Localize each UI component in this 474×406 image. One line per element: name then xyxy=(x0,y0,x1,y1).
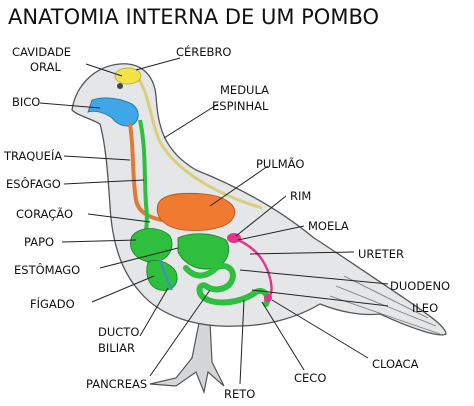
label-cavidade-oral-line2: ORAL xyxy=(30,60,61,74)
label-bico: BICO xyxy=(12,95,40,109)
label-coracao: CORAÇÃO xyxy=(16,206,73,221)
gizzard xyxy=(177,233,230,270)
label-cloaca: CLOACA xyxy=(372,357,419,371)
eye xyxy=(117,83,123,89)
label-reto: RETO xyxy=(224,387,255,401)
label-moela: MOELA xyxy=(308,219,349,233)
beak-oral-cavity xyxy=(87,97,139,127)
label-figado: FÍGADO xyxy=(30,296,75,311)
label-cavidade-oral-line1: CAVIDADE xyxy=(12,45,71,59)
label-cerebro: CÉREBRO xyxy=(176,44,231,59)
label-ducto-biliar-line1: DUCTO xyxy=(98,325,139,339)
label-papo: PAPO xyxy=(24,235,54,249)
pigeon-legs xyxy=(149,317,225,395)
label-medula-espinhal-line1: MEDULA xyxy=(220,83,269,97)
spinal-cord xyxy=(136,77,263,210)
diagram-title: ANATOMIA INTERNA DE UM POMBO xyxy=(8,5,379,29)
label-duodeno: DUODENO xyxy=(390,279,450,293)
label-esofago: ESÔFAGO xyxy=(6,176,61,191)
label-ducto-biliar-line2: BILIAR xyxy=(98,341,135,355)
label-ureter: URETER xyxy=(358,247,404,261)
lung xyxy=(156,192,236,231)
intestine xyxy=(183,262,271,307)
brain xyxy=(114,67,142,85)
labels: CAVIDADE ORAL BICO TRAQUEÍA ESÔFAGO CORA… xyxy=(3,44,450,401)
cloaca xyxy=(264,294,272,302)
label-estomago: ESTÔMAGO xyxy=(14,262,80,277)
crop xyxy=(130,228,173,263)
label-ceco: CECO xyxy=(294,371,326,385)
label-rim: RIM xyxy=(290,189,311,203)
bile-duct xyxy=(159,259,173,291)
trachea xyxy=(128,123,163,222)
label-pancreas: PANCREAS xyxy=(86,377,147,391)
label-medula-espinhal-line2: ESPINHAL xyxy=(212,99,269,113)
leader-lines xyxy=(39,57,389,385)
label-traqueia: TRAQUEÍA xyxy=(3,148,62,163)
kidney xyxy=(227,233,241,243)
label-pulmao: PULMÃO xyxy=(256,156,304,171)
label-ileo: ILEO xyxy=(412,301,438,315)
